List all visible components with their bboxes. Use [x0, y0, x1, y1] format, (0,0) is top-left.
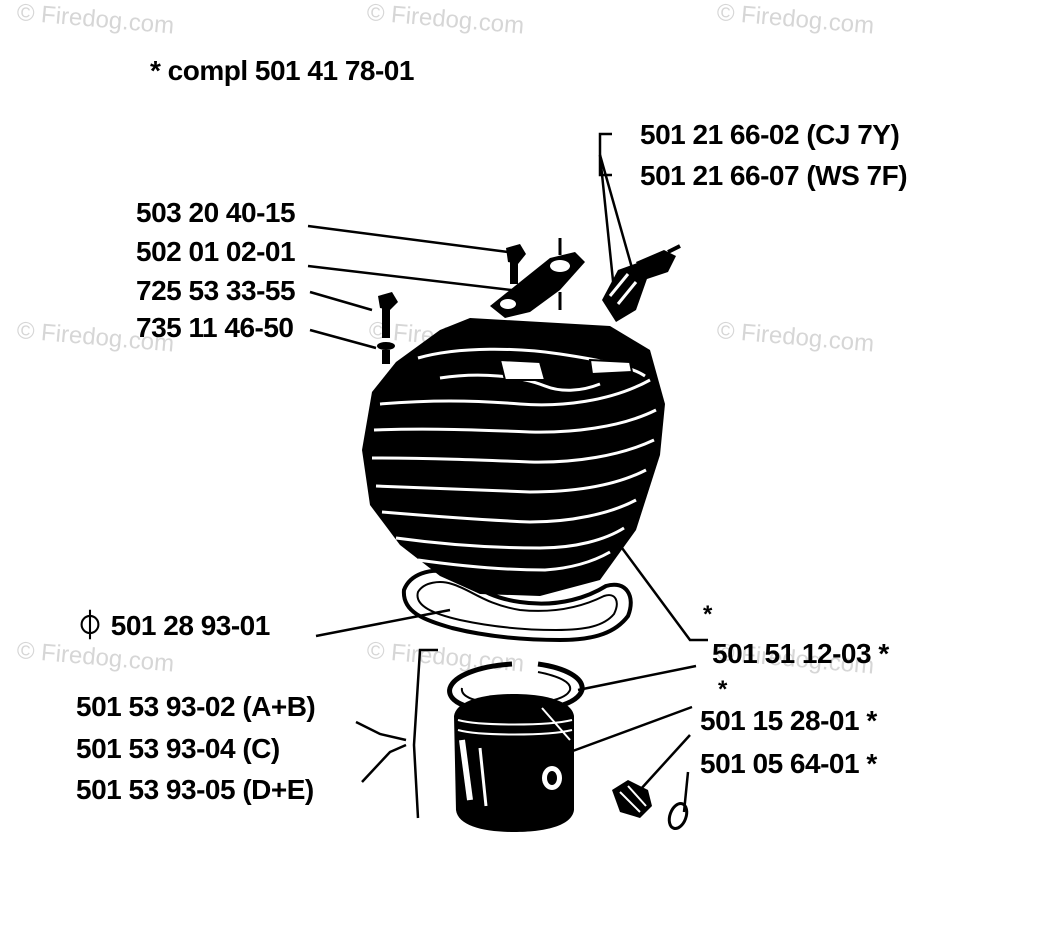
leader-lines — [307, 132, 708, 819]
washer-part-label: 735 11 46-50 — [136, 312, 294, 343]
asterisk-marker: * — [718, 676, 728, 703]
bolt — [506, 244, 526, 284]
bearing-label: 501 05 64-01 * — [700, 748, 877, 779]
asterisk-marker: * — [703, 601, 713, 628]
bolt-part-label: 503 20 40-15 — [136, 197, 296, 228]
piston — [454, 694, 574, 832]
plate — [490, 238, 585, 318]
circlip — [667, 801, 689, 831]
cylinder-gasket-label: 501 51 12-03 * — [712, 638, 889, 669]
needle-bearing — [612, 780, 652, 818]
piston-label-ab: 501 53 93-02 (A+B) — [76, 691, 316, 722]
plate-part-label: 502 01 02-01 — [136, 236, 296, 267]
base-gasket-label: ⏀ 501 28 93-01 — [76, 610, 270, 641]
cylinder — [362, 318, 665, 596]
piston-ring-label: 501 15 28-01 * — [700, 705, 877, 736]
spark-plug — [602, 244, 681, 322]
piston-label-de: 501 53 93-05 (D+E) — [76, 774, 314, 805]
screw-part-label: 725 53 33-55 — [136, 275, 296, 306]
piston-label-c: 501 53 93-04 (C) — [76, 733, 280, 764]
base-gasket — [401, 568, 633, 643]
screw — [377, 292, 398, 364]
spark-plug-label-1: 501 21 66-02 (CJ 7Y) — [640, 119, 900, 150]
spark-plug-label-2: 501 21 66-07 (WS 7F) — [640, 160, 908, 191]
assembly-complete-label: * compl 501 41 78-01 — [150, 55, 414, 86]
